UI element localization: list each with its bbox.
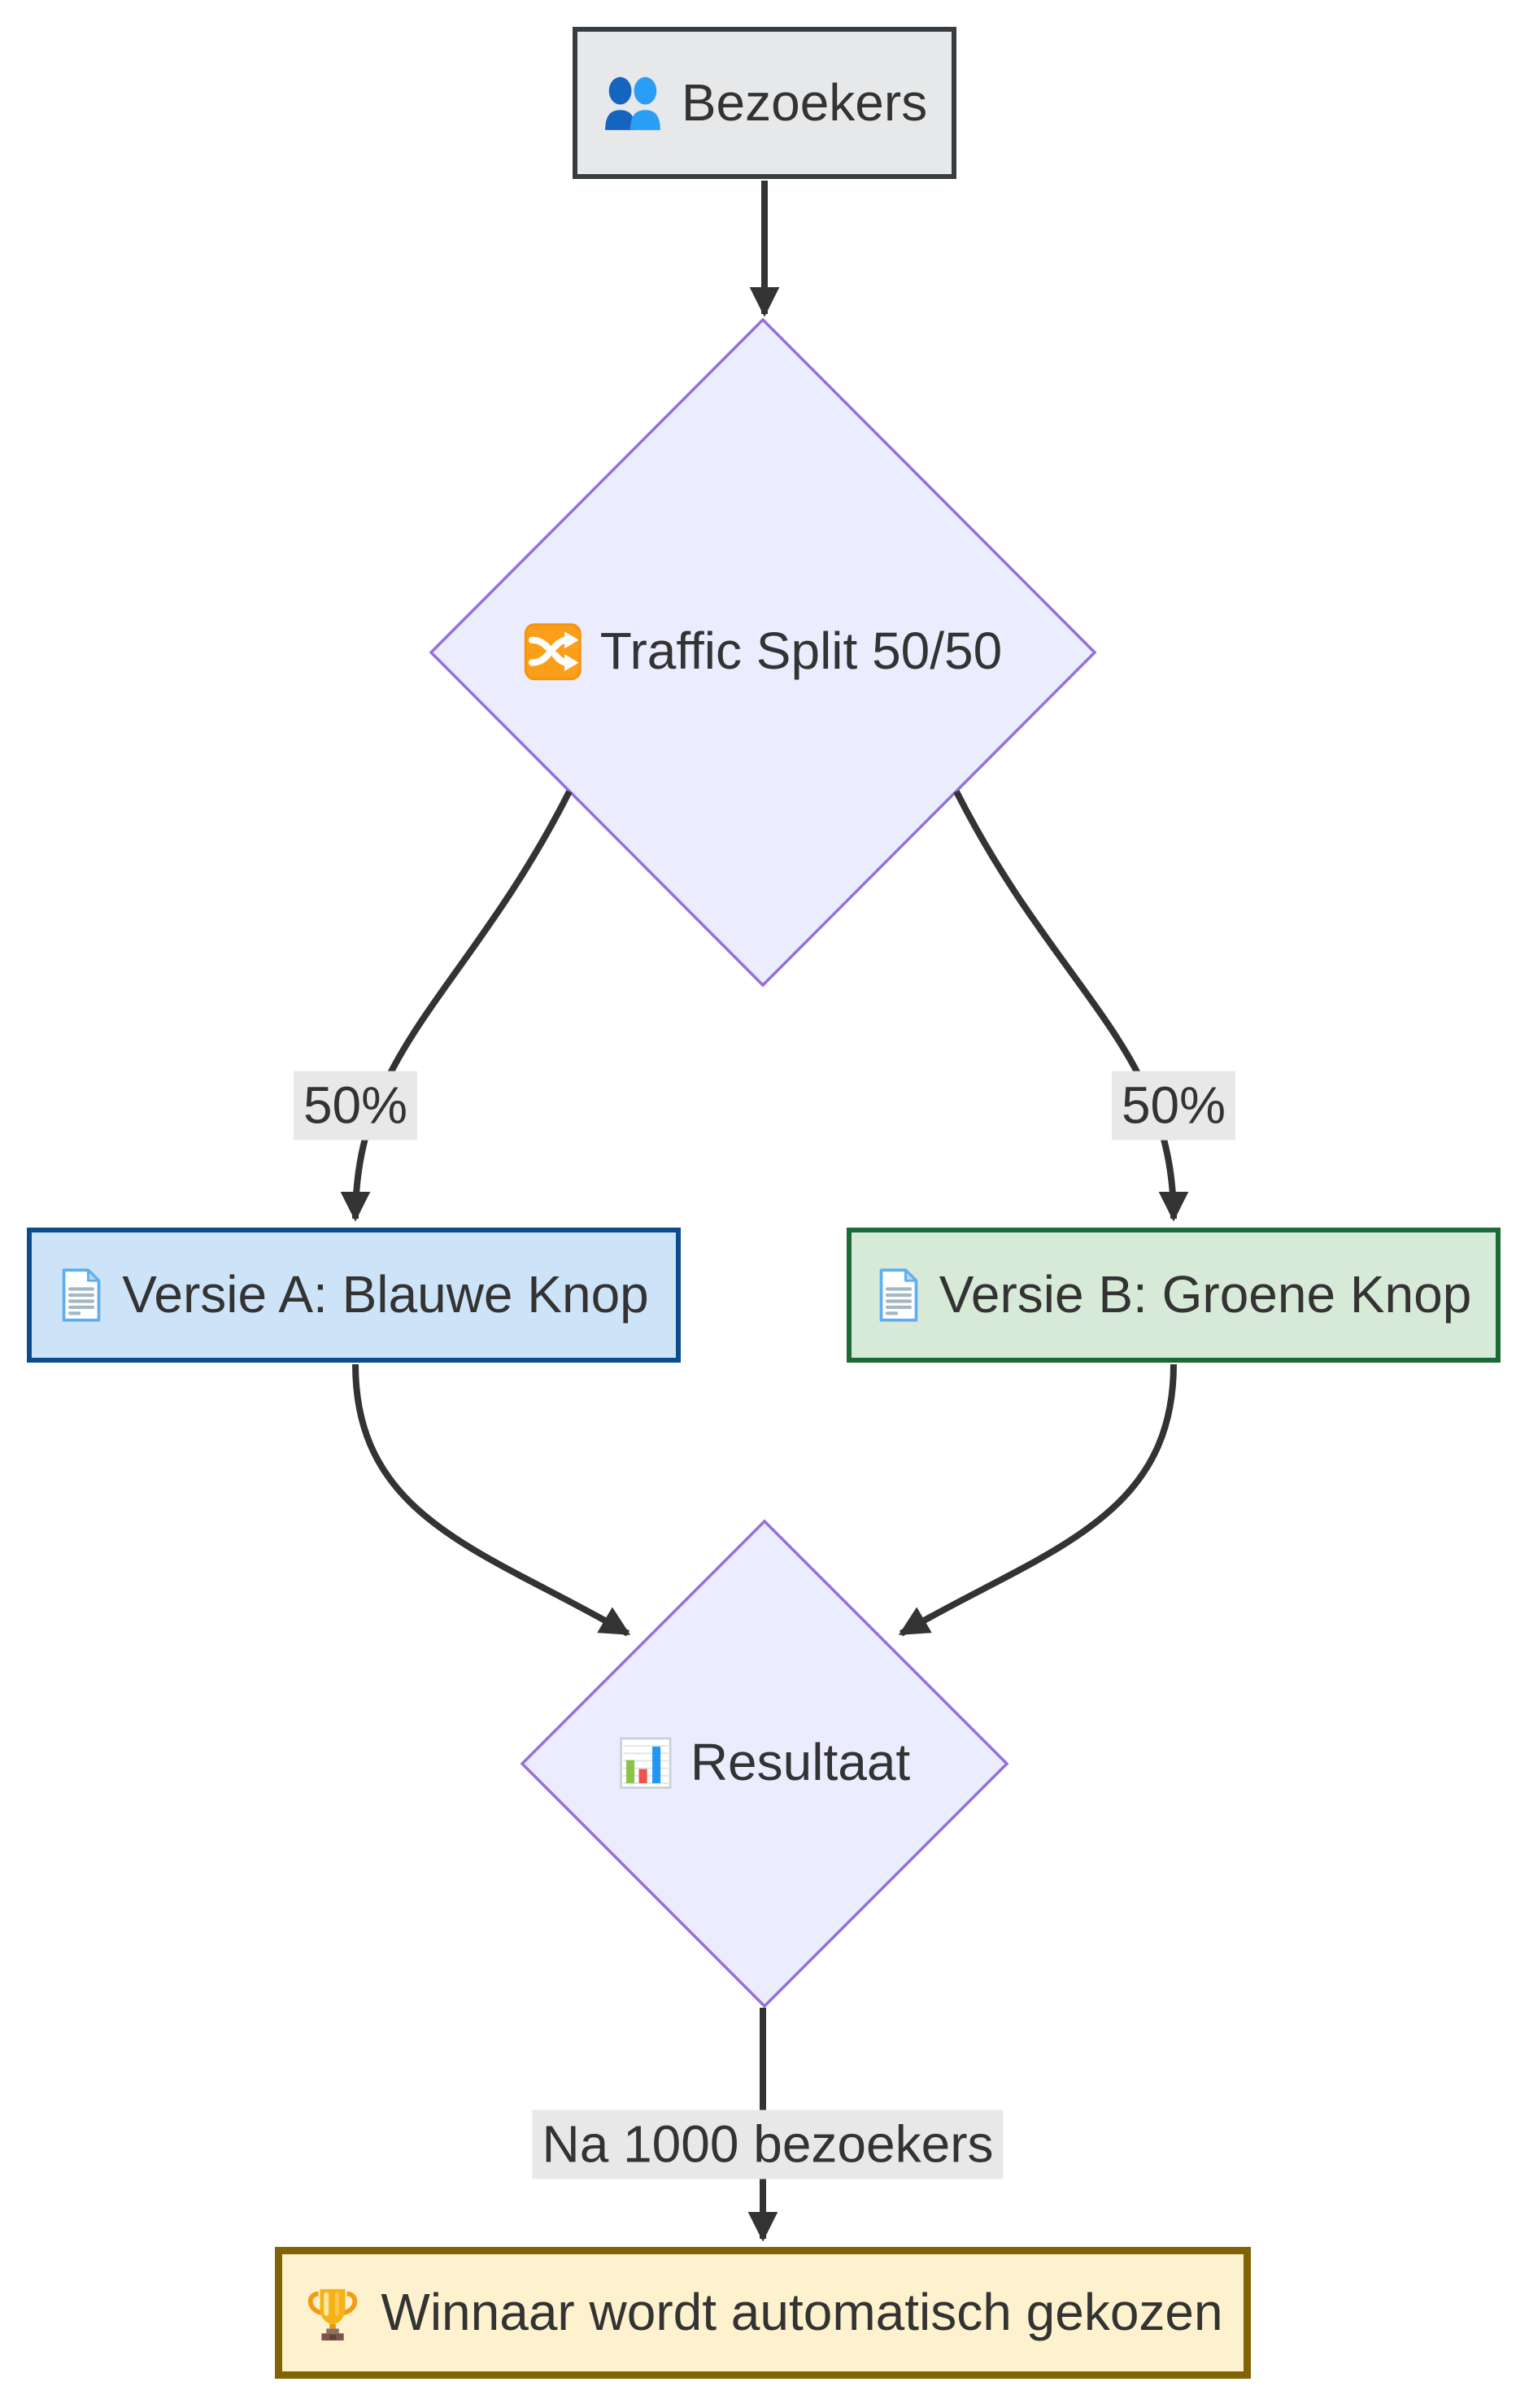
node-bezoekers-label: Bezoekers xyxy=(681,72,928,132)
node-traffic-split-label: Traffic Split 50/50 xyxy=(599,622,1003,681)
edge-traffic-split-versie-a xyxy=(340,790,573,1222)
node-resultaat-label: Resultaat xyxy=(690,1733,911,1792)
decision-diamond-resultaat xyxy=(520,1519,1009,2009)
node-versie-b: Versie B: Groene Knop xyxy=(847,1228,1501,1363)
decision-diamond-traffic-split xyxy=(429,317,1097,988)
node-resultaat: Resultaat xyxy=(619,1733,910,1793)
edge-label-50-percent-a: 50% xyxy=(293,1071,418,1141)
node-winnaar-label: Winnaar wordt automatisch gekozen xyxy=(381,2283,1223,2342)
people-icon xyxy=(604,76,660,130)
node-versie-a-label: Versie A: Blauwe Knop xyxy=(122,1265,649,1324)
edge-traffic-split-versie-b xyxy=(953,790,1189,1222)
shuffle-icon xyxy=(524,623,582,680)
node-winnaar: Winnaar wordt automatisch gekozen xyxy=(275,2247,1251,2379)
node-traffic-split: Traffic Split 50/50 xyxy=(524,622,1002,682)
node-bezoekers: Bezoekers xyxy=(573,27,956,179)
edge-label-50-percent-b: 50% xyxy=(1111,1071,1236,1141)
document-icon xyxy=(62,1268,101,1322)
bar-chart-icon xyxy=(620,1737,672,1789)
document-icon xyxy=(879,1268,918,1322)
trophy-icon xyxy=(308,2288,358,2341)
edge-versie-a-resultaat xyxy=(352,1363,631,1637)
edge-versie-b-resultaat xyxy=(898,1363,1177,1637)
edge-label-na-1000-bezoekers: Na 1000 bezoekers xyxy=(532,2109,1004,2179)
node-versie-a: Versie A: Blauwe Knop xyxy=(27,1228,681,1363)
node-versie-b-label: Versie B: Groene Knop xyxy=(939,1265,1472,1324)
